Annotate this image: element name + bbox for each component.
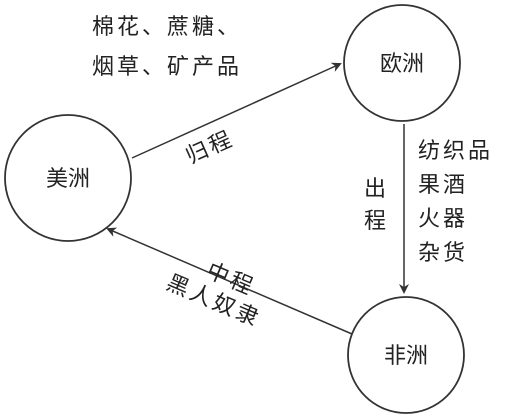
outbound-goods-1: 果酒 bbox=[418, 173, 468, 198]
node-africa: 非洲 bbox=[347, 296, 465, 414]
return-leg-label: 归程 bbox=[182, 126, 238, 169]
outbound-goods-0: 纺织品 bbox=[418, 139, 493, 164]
return-goods-line1: 棉花、蔗糖、 bbox=[92, 15, 242, 40]
outbound-leg-char2: 程 bbox=[364, 209, 389, 234]
middle-leg-arrow bbox=[106, 227, 353, 335]
outbound-leg-char1: 出 bbox=[364, 177, 389, 202]
return-leg-arrow bbox=[131, 62, 342, 159]
node-europe-label: 欧洲 bbox=[380, 52, 424, 77]
node-europe: 欧洲 bbox=[343, 4, 461, 122]
node-africa-label: 非洲 bbox=[384, 344, 428, 369]
node-americas-label: 美洲 bbox=[46, 167, 90, 192]
node-americas: 美洲 bbox=[4, 114, 132, 242]
outbound-goods-2: 火器 bbox=[418, 207, 468, 232]
outbound-goods-3: 杂货 bbox=[418, 241, 468, 266]
return-goods-line2: 烟草、矿产品 bbox=[92, 55, 242, 80]
